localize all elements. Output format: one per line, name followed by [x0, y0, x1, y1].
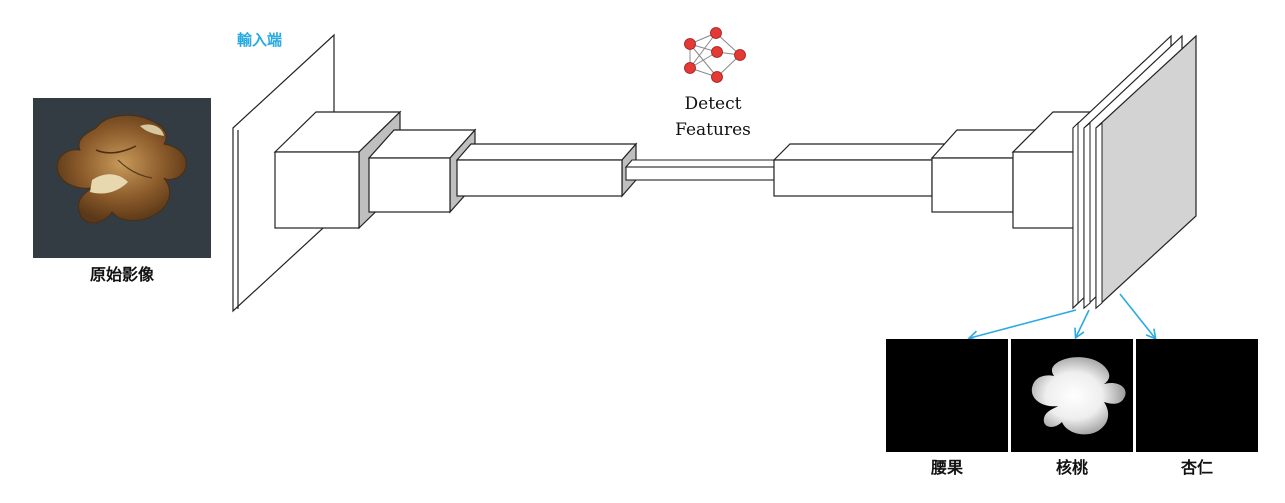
deconv-block-3: [1011, 111, 1122, 229]
arrow-to-output-2: [1074, 309, 1090, 340]
arrow-to-output-3: [1119, 293, 1157, 341]
walnut-kernel: [56, 114, 187, 224]
output-mask-2: [1011, 339, 1133, 452]
output-label-1: 腰果: [931, 458, 963, 477]
detect-features-line1: Detect: [685, 94, 742, 114]
neural-network-icon: [684, 27, 746, 83]
deconv-block-1: [772, 142, 950, 198]
output-label-2: 核桃: [1056, 458, 1088, 477]
output-mask-3: [1136, 339, 1258, 452]
walnut-mask: [1031, 357, 1126, 435]
output-planes: [1072, 34, 1197, 310]
bottleneck: [624, 159, 782, 181]
conv-block-3: [455, 142, 638, 198]
output-label-3: 杏仁: [1180, 458, 1213, 477]
arrow-to-output-1: [967, 309, 1077, 342]
detect-features-line2: Features: [675, 120, 751, 140]
original-image-caption: 原始影像: [90, 265, 155, 284]
original-image: [33, 98, 211, 258]
input-label: 輸入端: [237, 31, 282, 49]
output-mask-1: [886, 339, 1008, 452]
conv-block-2: [367, 128, 477, 214]
